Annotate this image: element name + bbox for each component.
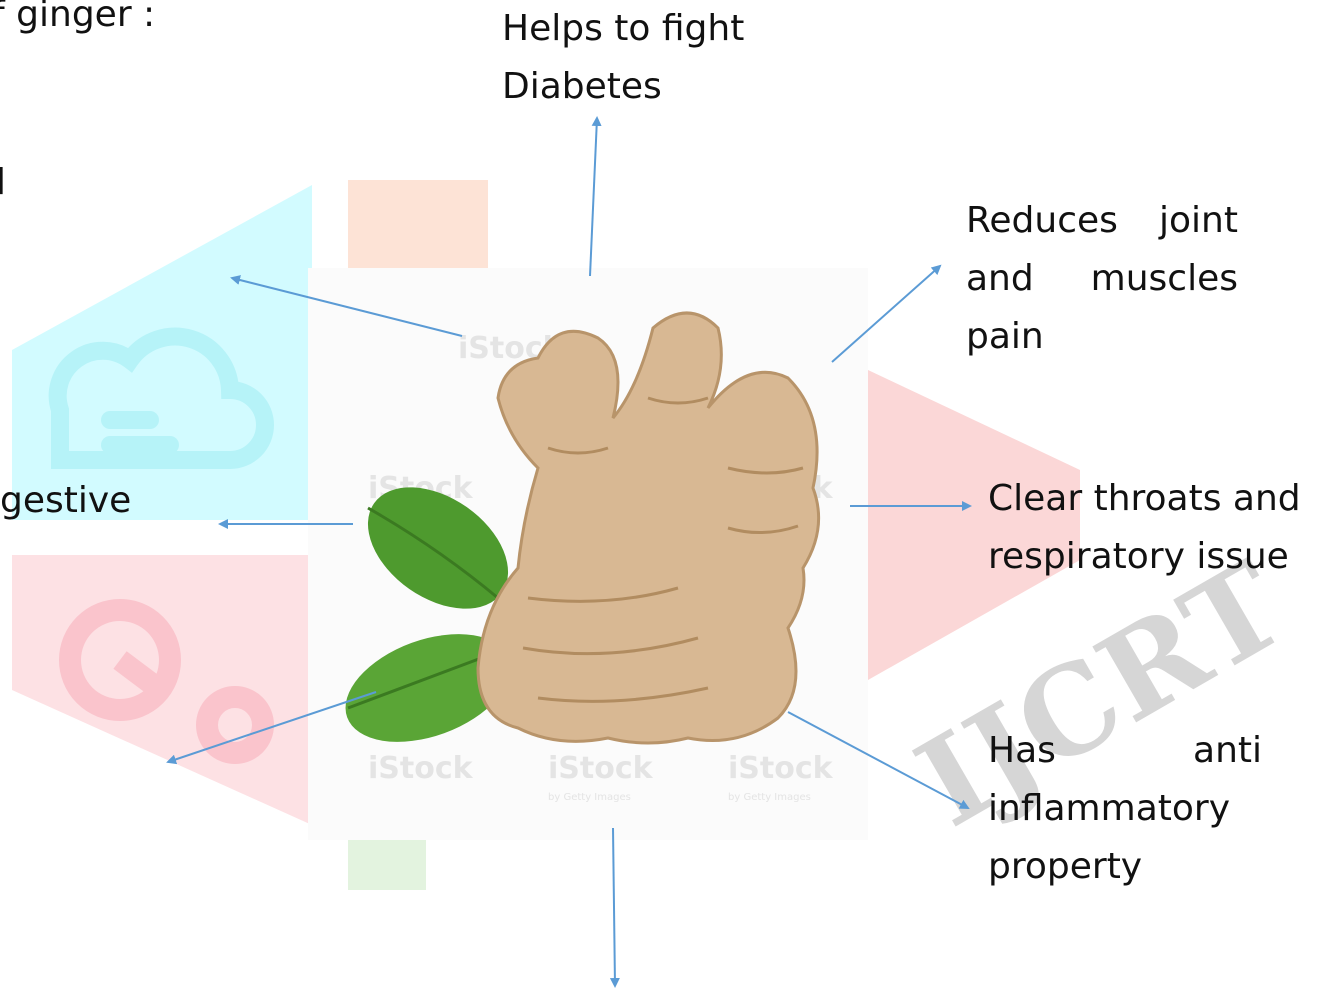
label-joint-pain-line: pain [966,308,1238,366]
arrow-to-diabetes [590,118,597,276]
label-joint-pain: Reduces joint and muscles pain [966,192,1238,366]
label-diabetes-line: Helps to fight [502,0,792,58]
label-throat: Clear throats and respiratory issue [988,470,1336,586]
label-inflammatory-line: property [988,838,1262,896]
label-throat-line: respiratory issue [988,528,1336,586]
label-diabetes-line: Diabetes [502,58,792,116]
label-inflammatory-line: Has anti [988,722,1262,780]
label-joint-pain-line: and muscles [966,250,1238,308]
arrow-to-inflammatory [788,712,968,808]
arrow-to-joint-pain [832,266,940,362]
label-digestive: gestive [0,472,131,530]
arrow-to-lower-left [168,692,376,762]
label-partial-left-l: l [0,154,6,212]
label-joint-pain-line: Reduces joint [966,192,1238,250]
label-inflammatory-line: inflammatory [988,780,1262,838]
arrow-to-upper-left [232,278,462,336]
label-inflammatory: Has anti inflammatory property [988,722,1262,896]
arrow-down [613,828,615,986]
label-partial-top-left: of ginger : [0,0,155,44]
label-diabetes: Helps to fight Diabetes [502,0,792,116]
label-throat-line: Clear throats and [988,470,1336,528]
